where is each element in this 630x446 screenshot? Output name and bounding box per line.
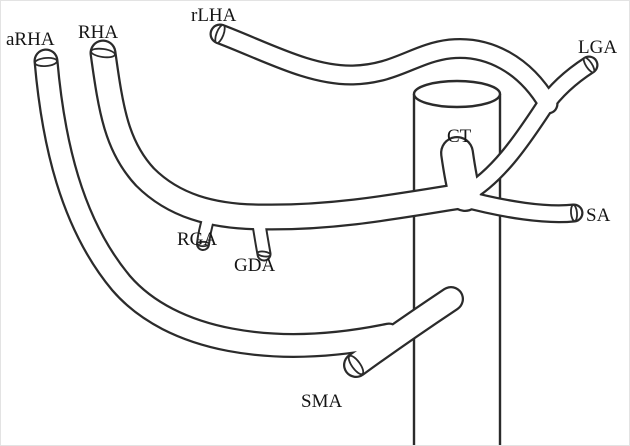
gda-open-end (256, 250, 272, 258)
sma-open-end (347, 354, 365, 376)
label-sa: SA (586, 205, 611, 226)
label-arha: aRHA (6, 29, 55, 50)
rha-open-end (90, 47, 116, 59)
label-ct: CT (447, 126, 472, 147)
sa-open-end (570, 204, 578, 222)
vessel-open-ends (34, 24, 596, 376)
rga-open-end (196, 240, 210, 248)
label-rha: RHA (78, 22, 119, 43)
label-gda: GDA (234, 255, 276, 276)
label-lga: LGA (578, 37, 618, 58)
vessel-outlines (33, 23, 599, 378)
label-rlha: rLHA (191, 5, 237, 26)
rlha-open-end (214, 24, 226, 44)
label-sma: SMA (301, 391, 343, 412)
arha-open-end (34, 57, 58, 67)
label-rga: RGA (177, 229, 218, 250)
lga-open-end (582, 56, 596, 74)
